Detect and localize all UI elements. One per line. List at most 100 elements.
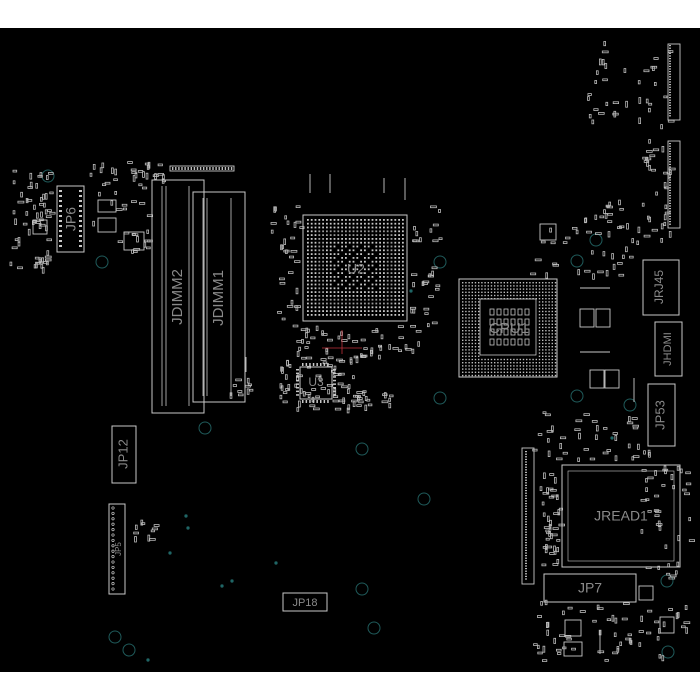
bga-pad [333, 241, 336, 244]
connector-pin [203, 167, 205, 170]
bga-pad [307, 241, 309, 244]
bga-pad [522, 291, 525, 293]
chip-cpu1[interactable]: CPU1 [458, 278, 558, 378]
bga-pad [516, 285, 518, 287]
bga-pad [371, 264, 374, 267]
connector-jp5[interactable]: JP5 [108, 503, 126, 595]
connector-jhdmi[interactable]: JHDMI [654, 321, 683, 377]
bga-pad [333, 222, 336, 225]
bga-pad [307, 219, 309, 221]
passive-component [572, 226, 578, 230]
bga-pad [333, 219, 336, 221]
passive-component [588, 114, 592, 119]
pcb-boardview-canvas[interactable]: JP6 JDIMM2 JDIMM1 U2 CPU1 U3 J [0, 28, 700, 672]
passive-component [114, 168, 118, 176]
connector-pin [111, 571, 115, 575]
passive-component [355, 356, 359, 364]
passive-component [602, 78, 608, 82]
passive-component [35, 261, 38, 269]
bga-pad [390, 260, 393, 263]
bga-pad [535, 358, 537, 361]
passive-component [404, 344, 408, 350]
bga-pad [360, 283, 362, 286]
passive-component [398, 336, 404, 339]
bga-pad [545, 310, 547, 313]
connector-jp7[interactable]: JP7 [543, 573, 637, 603]
bga-pad [474, 330, 477, 332]
bga-pad [535, 365, 537, 367]
connector-pin [669, 110, 671, 112]
bga-pad [307, 295, 309, 297]
bga-pad [310, 241, 313, 244]
bga-pad [519, 282, 521, 284]
bga-pad [468, 307, 470, 309]
passive-component [17, 266, 23, 270]
bga-pad [542, 317, 544, 319]
bga-pad [542, 368, 544, 370]
passive-component [543, 526, 551, 529]
connector-jp12[interactable]: JP12 [111, 425, 137, 484]
bga-pad [545, 301, 547, 303]
passive-component [392, 347, 399, 350]
bga-pad [490, 285, 493, 287]
bga-pad [375, 222, 378, 225]
bga-pad [386, 253, 389, 255]
chip-u2[interactable]: U2 [302, 214, 408, 322]
bga-pad [383, 279, 385, 282]
connector-jp6[interactable]: JP6 [56, 185, 85, 253]
connector-pin [525, 456, 527, 458]
bga-pad [513, 362, 515, 364]
qfn-pin [302, 363, 304, 366]
bga-pad [379, 295, 381, 297]
bga-pad [506, 285, 509, 287]
passive-component [638, 97, 642, 104]
passive-component [25, 211, 29, 216]
bga-pad [462, 314, 464, 316]
passive-component [285, 249, 288, 254]
bga-pad [474, 346, 477, 348]
passive-component [41, 266, 45, 274]
bga-pad [545, 333, 547, 335]
passive-component [39, 172, 43, 178]
card-reader-jread1[interactable]: JREAD1 [561, 464, 681, 568]
bga-pad [348, 230, 351, 233]
passive-component [438, 208, 441, 213]
bga-pad [348, 287, 351, 290]
connector-pin [669, 192, 671, 194]
passive-component [653, 57, 659, 60]
passive-component [660, 223, 664, 230]
passive-component [662, 621, 666, 628]
dimm-slot-jdimm1[interactable]: JDIMM1 [192, 191, 246, 403]
bga-pad [551, 307, 553, 309]
bga-pad [322, 287, 324, 290]
passive-component [640, 529, 644, 534]
qfn-pin [333, 379, 336, 382]
bga-pad [487, 362, 489, 364]
bga-pad [310, 264, 313, 267]
bga-pad [532, 362, 534, 364]
bga-pad [329, 306, 332, 309]
passive-component [45, 215, 52, 219]
bga-pad [554, 317, 557, 319]
connector-pin [669, 86, 671, 88]
connector-pin [190, 167, 192, 170]
dimm-slot-jdimm2[interactable]: JDIMM2 [151, 179, 205, 414]
connector-pin [111, 522, 115, 526]
qfn-pin [296, 394, 299, 396]
connector-pin [525, 495, 527, 497]
cpu-core-pad [510, 318, 516, 326]
bga-pad [551, 330, 553, 332]
connector-jp53[interactable]: JP53 [647, 383, 676, 447]
bga-pad [307, 287, 309, 290]
bga-pad [398, 291, 400, 293]
connector-jp18[interactable]: JP18 [282, 592, 328, 612]
bga-pad [535, 368, 537, 370]
chip-u3[interactable]: U3 [296, 363, 336, 403]
bga-pad [538, 371, 541, 373]
bga-pad [503, 285, 505, 287]
bga-pad [314, 287, 317, 290]
bga-pad [314, 253, 317, 255]
passive-component [429, 228, 433, 233]
connector-jrj45[interactable]: JRJ45 [642, 259, 680, 316]
passive-component [685, 482, 692, 486]
